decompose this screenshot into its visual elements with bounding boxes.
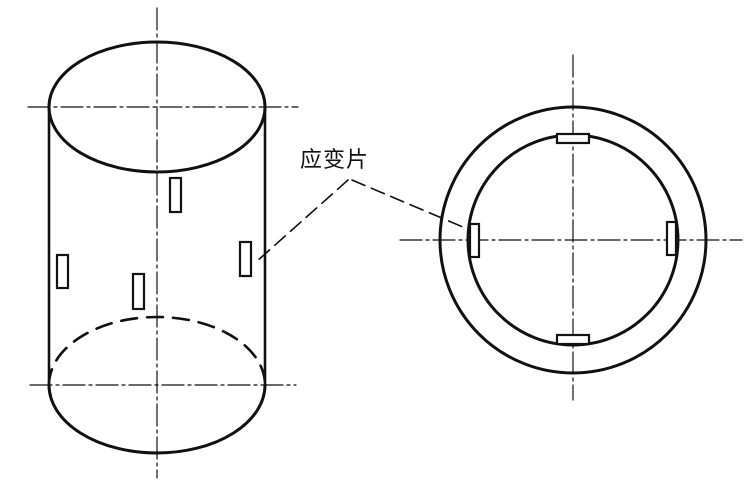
- strain-gauge-upper-center: [168, 176, 183, 214]
- strain-gauge-label: 应变片: [300, 148, 370, 173]
- leader-line-to-ring-gauge: [351, 179, 471, 231]
- ring-gauge-right: [665, 220, 678, 257]
- ring-gauge-left: [468, 222, 481, 259]
- ring-outer-circle: [438, 105, 708, 375]
- leader-line-to-cylinder-gauge: [255, 179, 349, 263]
- label-leader-lines: [255, 179, 471, 263]
- ring-gauge-top: [555, 132, 591, 145]
- strain-gauge-right: [238, 240, 253, 278]
- cylinder-bottom-back-arc: [47, 315, 267, 387]
- ring-view: [399, 54, 743, 401]
- ring-gauge-bottom: [555, 333, 591, 346]
- cylinder-view: [27, 7, 299, 479]
- cylinder-bottom-front-arc: [47, 383, 267, 455]
- strain-gauge-left: [55, 253, 70, 290]
- strain-gauge-lower-center: [131, 272, 146, 311]
